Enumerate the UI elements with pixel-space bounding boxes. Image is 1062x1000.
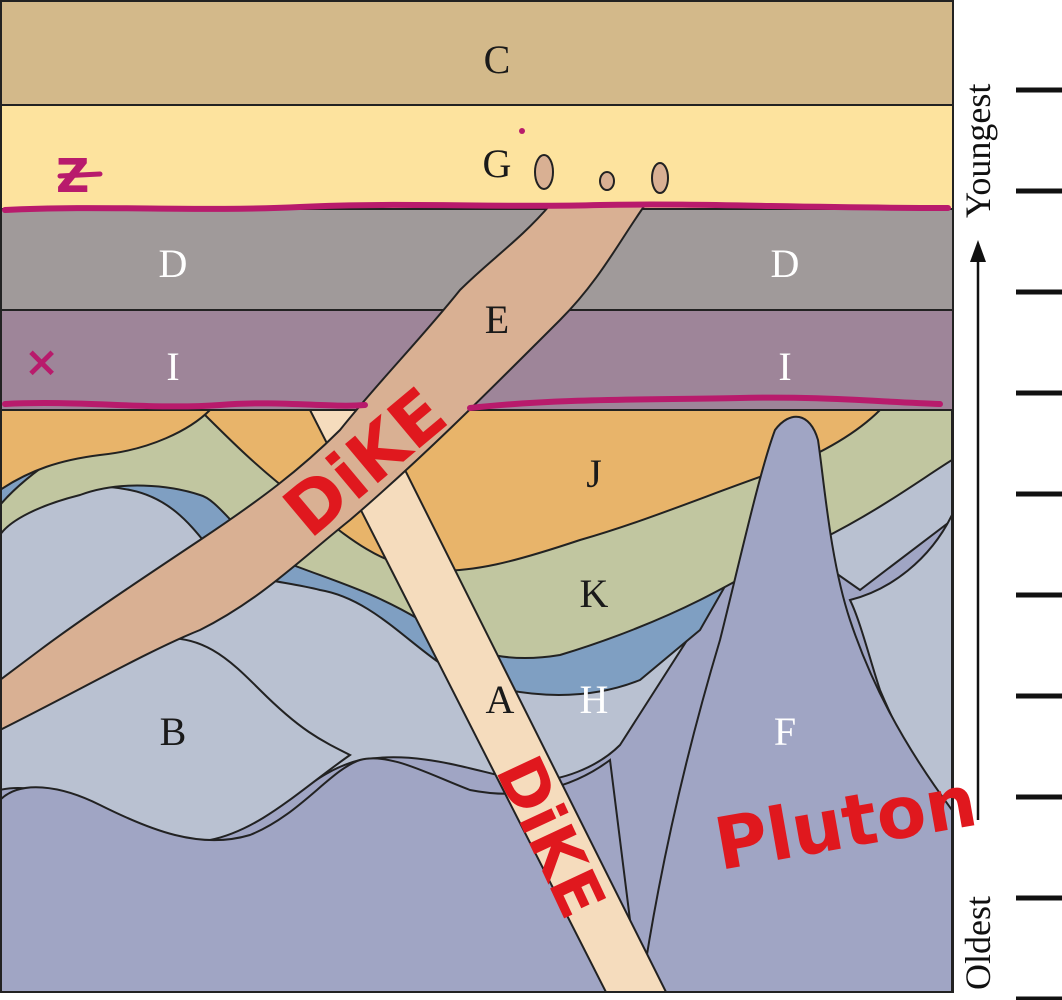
dike-A [308,409,668,992]
inclusion-3 [651,162,669,194]
layer-J-left [2,409,213,490]
label-H: H [580,677,609,722]
unconformity-line-lower-left [2,400,368,410]
label-D-left: D [159,241,188,286]
dike-E [2,204,647,731]
label-E: E [485,297,509,342]
mark-z: Z [56,149,103,203]
label-K: K [580,571,609,616]
label-G: G [483,141,512,186]
label-B: B [160,709,187,754]
age-ticks [1016,87,1062,1000]
label-F: F [774,709,796,754]
label-youngest: Youngest [958,84,998,218]
label-I-left: I [166,344,179,389]
mark-x: × [24,337,59,386]
pluton-F [640,415,952,992]
age-arrow-head [970,240,986,262]
age-scale: Youngest Oldest [958,84,1062,1000]
label-D-right: D [771,241,800,286]
label-oldest: Oldest [958,896,998,990]
inclusion-2 [599,171,615,191]
label-I-right: I [778,344,791,389]
diagram-border [0,0,954,993]
layer-G [2,104,952,210]
label-J: J [586,451,602,496]
mark-dot [519,128,525,134]
label-A: A [486,677,515,722]
label-C: C [484,37,511,82]
unconformity-line-lower-right [467,394,943,411]
unconformity-line-upper [2,201,951,213]
inclusion-1 [534,154,554,190]
layer-C [2,2,952,106]
